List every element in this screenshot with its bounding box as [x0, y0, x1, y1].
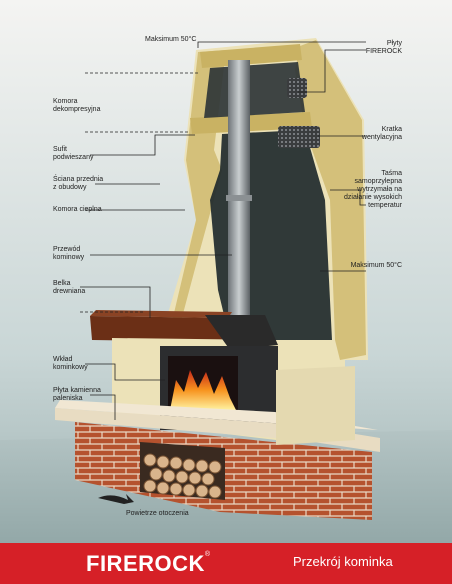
label-suspended-ceiling: Sufit podwieszany — [53, 146, 94, 161]
hearth-stone-slab — [55, 408, 380, 452]
insert-top — [205, 315, 278, 350]
label-chimney-pipe: Przewód kominowy — [53, 246, 85, 261]
fire-flames — [170, 370, 236, 410]
insulation-board-top — [200, 44, 302, 68]
air-flow-arrow — [98, 494, 134, 504]
label-heat-chamber: Komora cieplna — [53, 206, 102, 213]
insulation-board-right — [295, 40, 366, 360]
label-firerock-boards: Płyty FIREROCK — [365, 40, 402, 55]
label-ambient-air: Powietrze otoczenia — [126, 510, 189, 517]
label-max-top: Maksimum 50°C — [145, 36, 197, 43]
registered-mark: ® — [204, 551, 211, 558]
vent-grille-upper — [287, 78, 307, 98]
footer-caption: Przekrój kominka — [293, 554, 393, 569]
wooden-beam — [90, 316, 230, 342]
label-vent-grille: Kratka wentylacyjna — [361, 126, 402, 141]
label-decompression-chamber: Komora dekompresyjna — [53, 98, 101, 113]
label-max-right: Maksimum 50°C — [350, 262, 402, 269]
label-front-wall: Ściana przednia z obudowy — [53, 176, 104, 191]
brand-name: FIREROCK — [86, 551, 205, 576]
label-heat-tape: Taśma samoprzylepna wytrzymała na działa… — [344, 170, 402, 209]
leader-lines — [80, 41, 366, 420]
label-wooden-beam: Belka drewniana — [53, 280, 86, 295]
label-fireplace-insert: Wkład kominkowy — [53, 356, 88, 371]
vent-grille-lower — [278, 126, 320, 148]
chimney-pipe-joint — [226, 195, 252, 201]
label-hearth-stone: Płyta kamienna paleniska — [53, 387, 101, 402]
footer-bar — [0, 543, 452, 584]
firewood-logs — [143, 453, 222, 499]
side-block-right — [276, 366, 355, 445]
firerock-logo: FIREROCK® — [86, 551, 211, 577]
